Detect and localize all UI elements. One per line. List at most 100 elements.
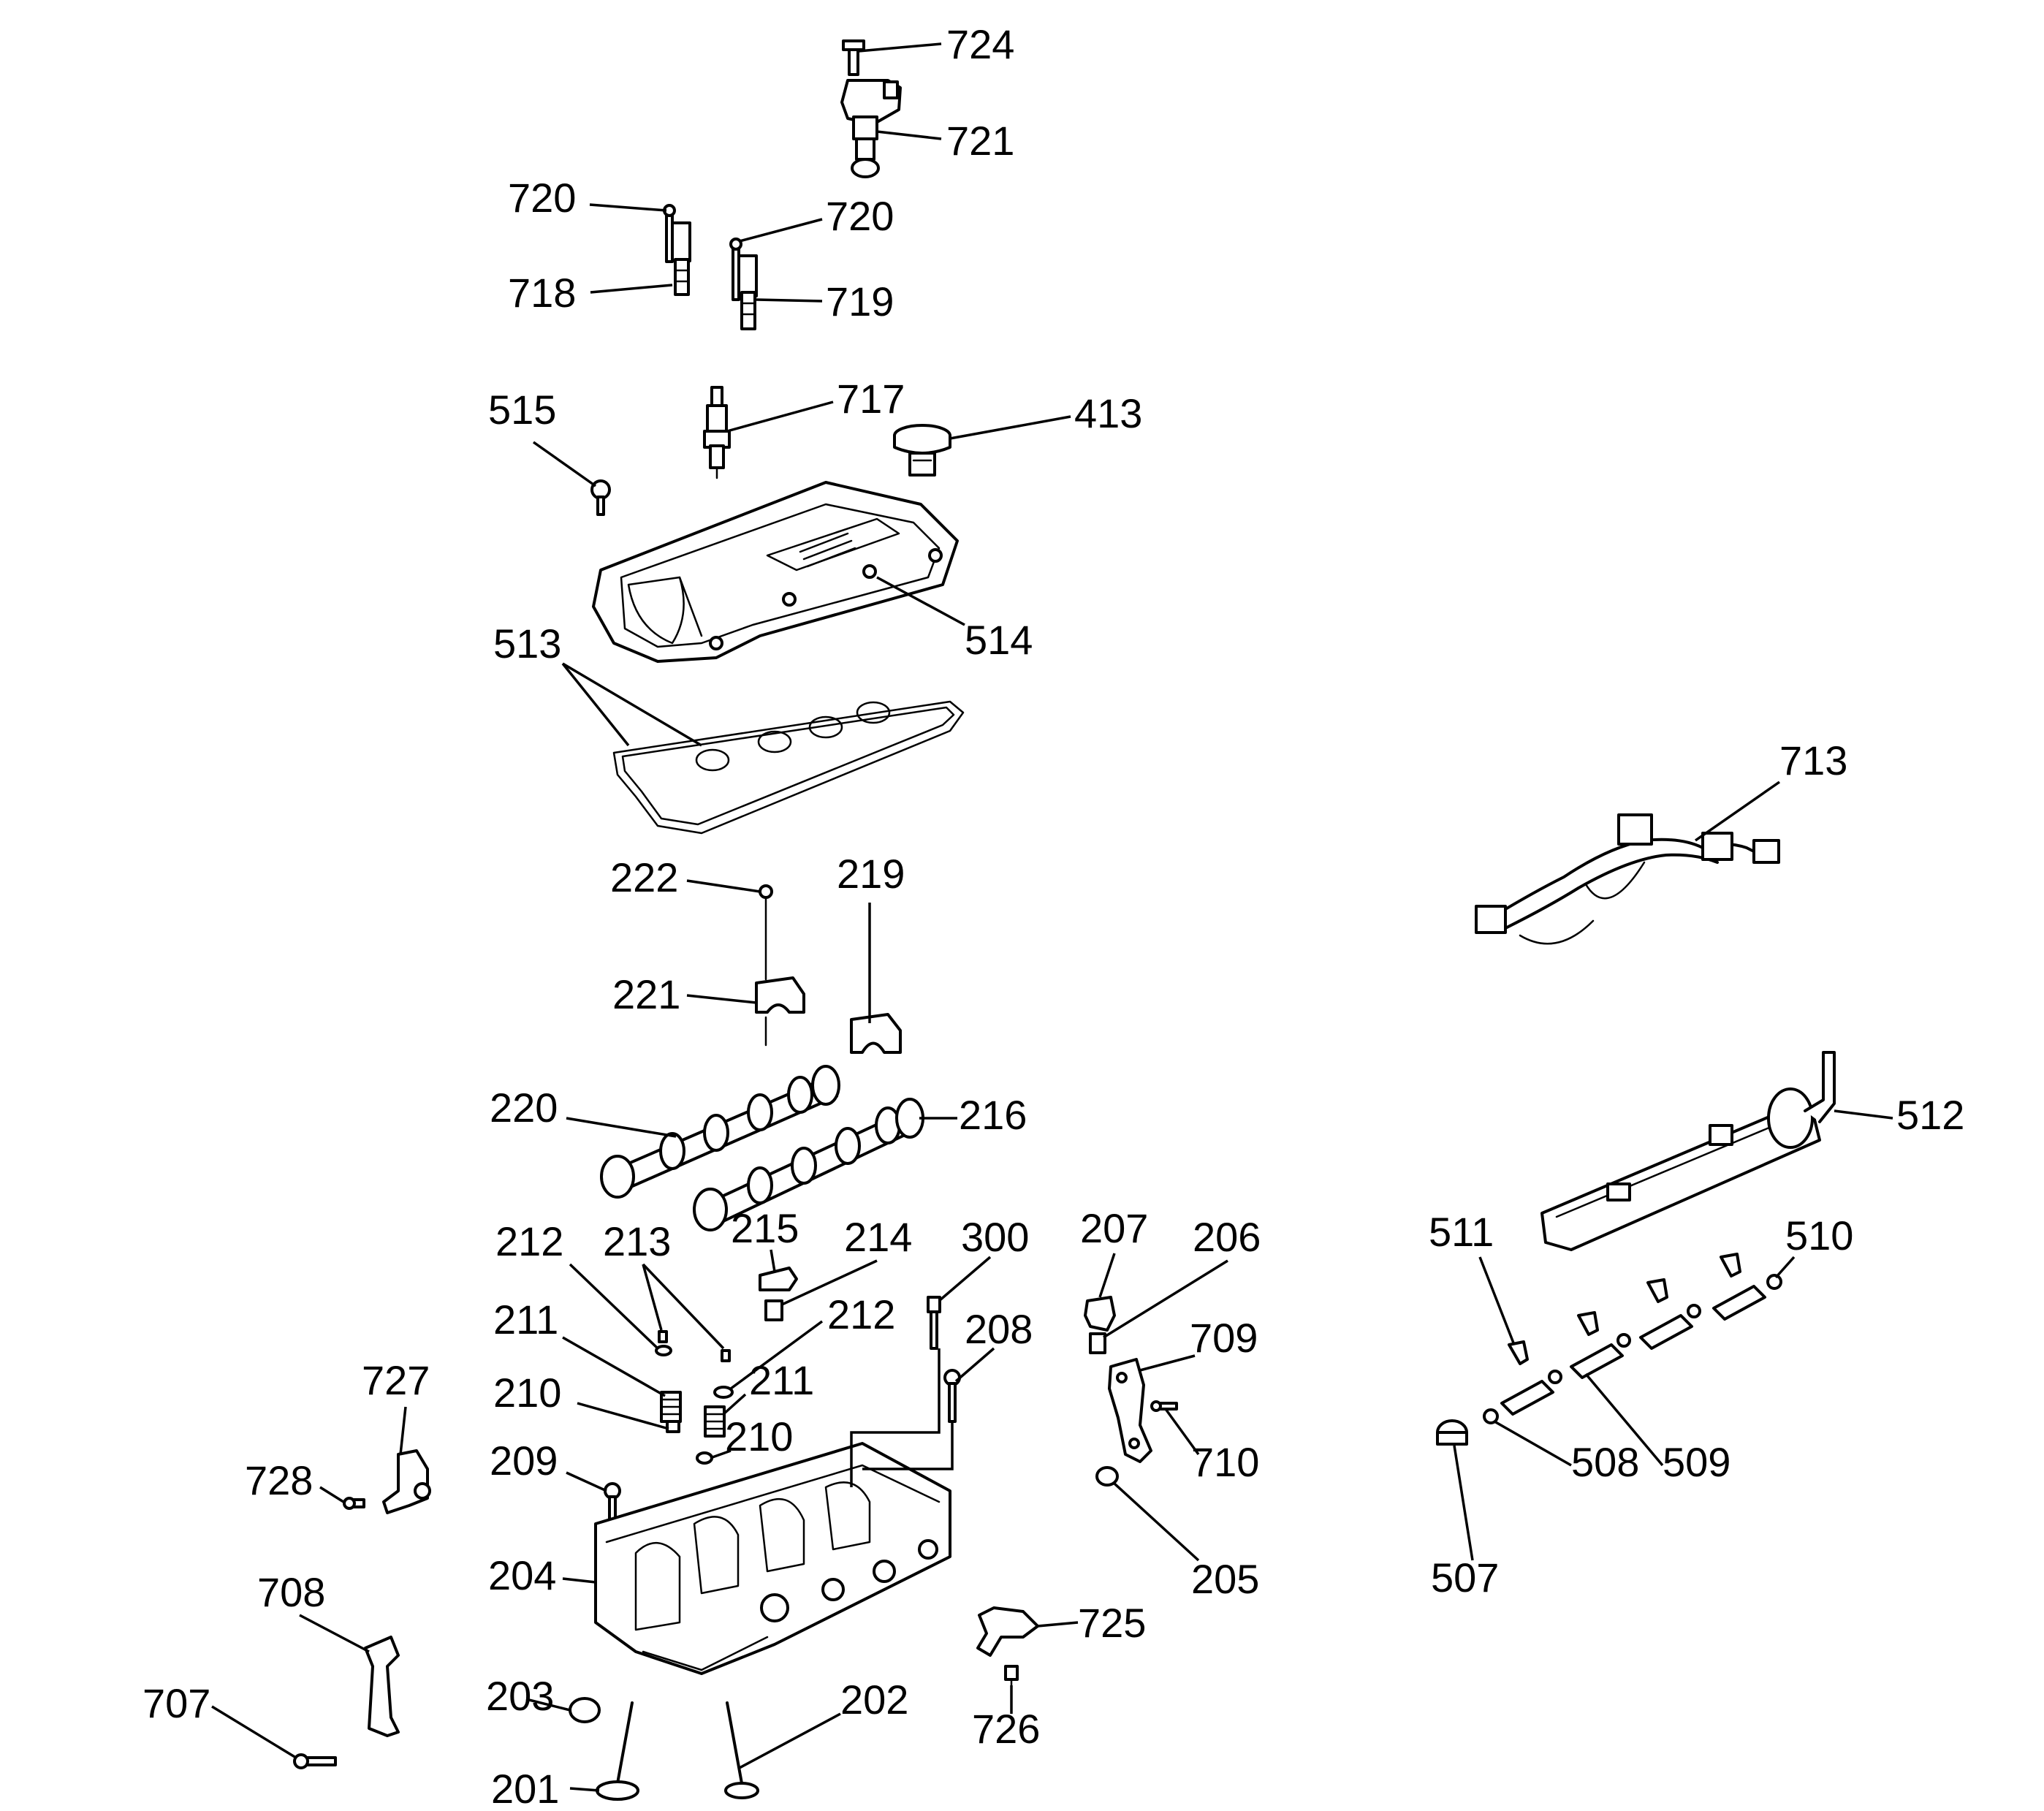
callout-208: 208 <box>965 1306 1033 1352</box>
callout-209: 209 <box>490 1438 558 1484</box>
callout-206: 206 <box>1193 1214 1261 1260</box>
leader-721 <box>876 130 942 140</box>
callout-204: 204 <box>488 1552 556 1598</box>
leader-509 <box>1584 1373 1664 1467</box>
leader-204 <box>562 1577 596 1584</box>
leader-514 <box>876 576 965 626</box>
part-204-cylinder-head <box>594 1442 951 1675</box>
leader-203 <box>525 1698 571 1712</box>
part-724-bolt <box>842 39 865 76</box>
leader-720a <box>589 203 667 212</box>
callout-212: 212 <box>495 1218 563 1264</box>
part-713-wiring-harness <box>1475 813 1780 945</box>
leader-413 <box>949 415 1071 440</box>
part-212-retainer-right <box>713 1386 734 1399</box>
callout-718: 718 <box>508 270 576 316</box>
leader-507 <box>1453 1445 1474 1561</box>
leader-513a <box>561 662 630 747</box>
callout-207: 207 <box>1080 1205 1148 1251</box>
leader-300 <box>938 1256 992 1302</box>
callout-205: 205 <box>1191 1556 1259 1602</box>
leader-202 <box>737 1712 841 1770</box>
leader-512 <box>1834 1109 1893 1120</box>
leader-210b <box>710 1449 732 1459</box>
leader-513b <box>562 662 702 747</box>
part-205-plug <box>1095 1466 1119 1487</box>
callout-213: 213 <box>603 1218 671 1264</box>
part-719-solenoid <box>737 254 758 330</box>
leader-209 <box>566 1471 607 1492</box>
part-201-valve <box>596 1701 639 1801</box>
callout-514: 514 <box>965 617 1033 663</box>
part-413-oil-cap <box>893 424 951 477</box>
callout-202: 202 <box>840 1677 908 1723</box>
callout-300: 300 <box>961 1214 1029 1260</box>
leader-212b <box>729 1320 824 1390</box>
leader-211b <box>722 1393 747 1416</box>
leader-211a <box>562 1336 666 1397</box>
leader-724 <box>858 42 942 53</box>
leader-206 <box>1103 1259 1228 1339</box>
leader-222 <box>686 879 761 893</box>
callout-515: 515 <box>488 387 556 433</box>
leader-511 <box>1478 1256 1516 1345</box>
callout-508: 508 <box>1571 1439 1639 1485</box>
part-213-keeper-right <box>721 1349 731 1362</box>
callout-724: 724 <box>946 21 1014 67</box>
callout-717: 717 <box>837 376 905 422</box>
callout-727: 727 <box>362 1357 430 1403</box>
part-215-bracket <box>759 1267 798 1291</box>
leader-208-bolt-path <box>862 1421 954 1470</box>
callout-728: 728 <box>245 1457 313 1503</box>
callout-212: 212 <box>827 1291 895 1337</box>
leader-510 <box>1774 1256 1796 1279</box>
leader-201 <box>569 1787 600 1792</box>
callout-219: 219 <box>837 851 905 897</box>
callout-201: 201 <box>491 1766 559 1811</box>
part-708-bracket <box>364 1636 400 1737</box>
callout-220: 220 <box>490 1085 558 1131</box>
part-507-plug <box>1436 1419 1468 1446</box>
callout-713: 713 <box>1779 737 1847 783</box>
callout-211: 211 <box>749 1357 814 1403</box>
leader-lines <box>211 42 1893 1792</box>
part-726-bolt <box>1004 1665 1019 1687</box>
part-222-bolt <box>759 884 773 981</box>
callout-719: 719 <box>826 278 894 324</box>
callout-510: 510 <box>1785 1212 1853 1258</box>
callout-512: 512 <box>1896 1092 1964 1138</box>
leader-300-stud-path <box>850 1348 941 1487</box>
callout-513: 513 <box>493 620 561 667</box>
leader-708 <box>299 1614 370 1653</box>
part-508-oring <box>1483 1408 1499 1424</box>
part-718-solenoid <box>671 221 691 296</box>
part-221-cam-cap <box>755 976 805 1047</box>
part-509-injector-4 <box>1712 1253 1766 1321</box>
part-213-keeper-left <box>658 1330 668 1343</box>
leader-207 <box>1098 1253 1116 1298</box>
leader-220 <box>566 1117 677 1138</box>
callout-726: 726 <box>972 1706 1040 1752</box>
part-515-bolt <box>590 479 611 516</box>
leader-205 <box>1113 1482 1200 1562</box>
callout-215: 215 <box>731 1205 799 1251</box>
callout-413: 413 <box>1074 390 1142 436</box>
leader-719 <box>756 298 823 303</box>
leader-212a <box>569 1263 659 1350</box>
callout-708: 708 <box>257 1569 325 1615</box>
callout-210: 210 <box>725 1413 793 1459</box>
callout-710: 710 <box>1191 1439 1259 1485</box>
part-707-bolt <box>293 1753 337 1769</box>
part-211-spring-right <box>704 1405 726 1438</box>
part-210-seal-right <box>696 1451 713 1465</box>
leader-515 <box>532 441 597 487</box>
callout-720: 720 <box>508 175 576 221</box>
part-210-seal-left <box>666 1420 680 1433</box>
part-206-oring <box>1089 1332 1106 1354</box>
callout-720: 720 <box>826 193 894 239</box>
part-509-injector-2 <box>1570 1311 1631 1379</box>
part-511-clip <box>1508 1340 1529 1365</box>
callout-210: 210 <box>493 1370 561 1416</box>
leader-213a <box>642 1264 663 1331</box>
part-513-gasket <box>612 700 965 835</box>
